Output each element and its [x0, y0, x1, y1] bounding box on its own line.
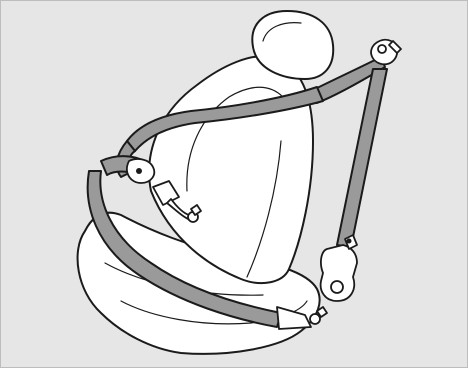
upper-anchor-bolt: [378, 45, 386, 53]
retractor-bolt-dot: [347, 239, 352, 244]
latch-plate-hole: [136, 168, 142, 174]
retractor-spool: [331, 281, 343, 293]
lap-belt-anchor-bolt: [310, 314, 320, 324]
